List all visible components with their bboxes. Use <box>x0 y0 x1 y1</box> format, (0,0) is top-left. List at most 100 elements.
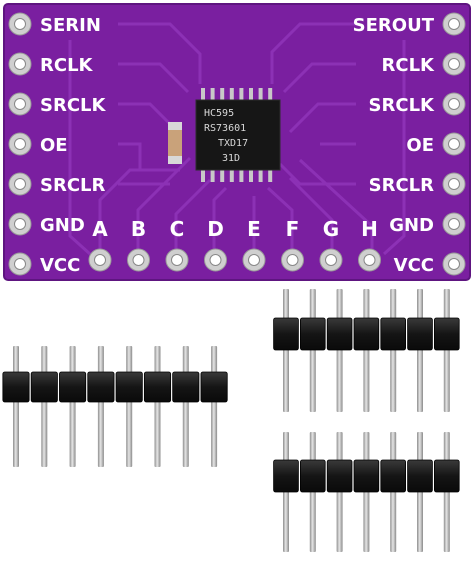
right-pin-label: OE <box>406 135 434 156</box>
header-plastic-block <box>30 371 58 403</box>
chip-leg <box>249 88 253 101</box>
right-pin-label: SEROUT <box>353 15 435 36</box>
header-plastic-block <box>2 371 30 403</box>
left-pin-label: OE <box>40 135 68 156</box>
header-pin <box>417 289 423 412</box>
single-8-pin-header <box>2 346 228 467</box>
header-pin <box>336 289 343 412</box>
header-pin <box>283 289 289 412</box>
left-pin-label: SRCLK <box>40 95 107 116</box>
header-pin <box>363 289 370 412</box>
output-pad-5 <box>281 248 304 272</box>
header-plastic-block <box>326 317 353 351</box>
output-pin-label: A <box>92 217 108 241</box>
output-pin-label: C <box>170 217 185 241</box>
left-pin-label: SERIN <box>40 15 101 36</box>
right-pad-5 <box>442 212 466 236</box>
header-plastic-block <box>299 317 326 351</box>
output-pad-1 <box>127 248 150 272</box>
left-pin-label: GND <box>40 215 85 236</box>
header-plastic-block <box>172 371 200 403</box>
left-pad-5 <box>8 212 32 236</box>
header-plastic-block <box>380 317 406 351</box>
chip-leg <box>239 88 244 101</box>
right-pad-4 <box>442 172 466 196</box>
header-plastic-block <box>87 371 115 403</box>
left-pad-0 <box>8 12 32 36</box>
smd-capacitor <box>168 122 182 164</box>
right-pad-6 <box>442 252 466 276</box>
header-plastic-block <box>433 317 460 351</box>
header-plastic-block <box>380 459 406 493</box>
chip-leg <box>201 88 205 101</box>
right-pin-label: SRCLK <box>369 95 436 116</box>
header-plastic-block <box>143 371 172 403</box>
lower-7-pin-header <box>273 432 460 552</box>
chip-marking-1: HC595 <box>204 108 234 119</box>
header-plastic-block <box>407 317 433 351</box>
header-plastic-block <box>353 317 380 351</box>
header-plastic-block <box>273 317 299 351</box>
output-pad-4 <box>242 248 266 272</box>
left-pin-label: RCLK <box>40 55 94 76</box>
chip-leg <box>239 169 244 182</box>
chip-leg <box>201 169 205 182</box>
header-plastic-block <box>407 459 433 493</box>
chip-leg <box>229 169 234 182</box>
output-pad-6 <box>319 248 343 272</box>
header-plastic-block <box>115 371 143 403</box>
output-pin-label: E <box>247 217 261 241</box>
header-pin <box>126 346 133 467</box>
header-pin <box>211 346 218 467</box>
output-pin-label: F <box>286 217 300 241</box>
header-plastic-block <box>326 459 353 493</box>
output-pin-label: D <box>207 217 224 241</box>
output-pad-0 <box>88 248 112 272</box>
right-pad-3 <box>442 132 466 156</box>
right-pin-label: RCLK <box>382 55 436 76</box>
upper-7-pin-header <box>273 289 460 412</box>
header-pin <box>390 289 397 412</box>
left-pad-1 <box>8 52 32 76</box>
chip-marking-4: 31D <box>222 153 240 164</box>
left-pad-3 <box>8 132 32 156</box>
header-pin <box>309 289 316 412</box>
chip-body <box>195 99 281 171</box>
header-plastic-block <box>59 371 87 403</box>
left-pad-2 <box>8 92 32 116</box>
chip-leg <box>210 88 215 101</box>
chip-leg <box>249 169 253 182</box>
chip-leg <box>220 169 225 182</box>
output-pin-label: G <box>323 217 339 241</box>
output-pad-3 <box>204 248 227 272</box>
right-pin-label: SRCLR <box>369 175 435 196</box>
header-plastic-block <box>273 459 299 493</box>
chip-leg <box>210 169 215 182</box>
header-pin <box>13 346 19 467</box>
chip-leg <box>258 88 263 101</box>
right-pin-label: GND <box>389 215 434 236</box>
header-plastic-block <box>433 459 460 493</box>
pcb-traces <box>68 22 406 256</box>
chip-marking-2: RS73601 <box>204 123 246 134</box>
chip-leg <box>220 88 225 101</box>
right-pad-1 <box>442 52 466 76</box>
output-pin-label: B <box>131 217 146 241</box>
header-pin <box>154 346 161 467</box>
chip-leg <box>229 88 234 101</box>
chip-leg <box>268 88 273 101</box>
header-pin <box>182 346 189 467</box>
left-pin-label: VCC <box>40 255 80 276</box>
header-pin <box>97 346 104 467</box>
chip-leg <box>268 169 273 182</box>
header-plastic-block <box>200 371 228 403</box>
chip-leg <box>258 169 263 182</box>
chip-marking-3: TXD17 <box>218 138 248 149</box>
chip-legs-top <box>201 88 273 101</box>
header-pin <box>69 346 76 467</box>
ic-chip: HC595 RS73601 TXD17 31D <box>195 88 281 182</box>
